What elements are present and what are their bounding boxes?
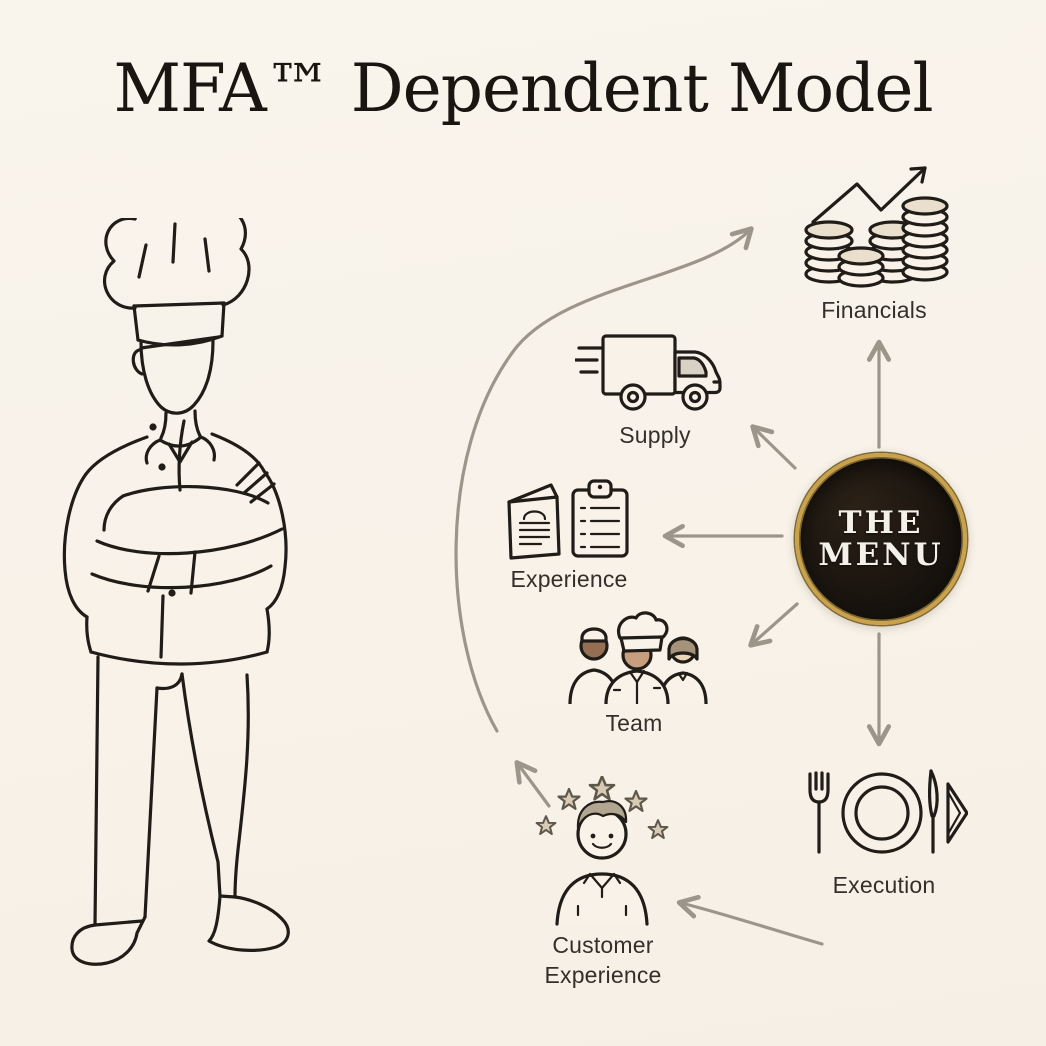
node-financials: Financials: [796, 156, 952, 325]
customer-experience-label: Customer Experience: [544, 932, 662, 989]
arrow-customer-experience-to-loop: [514, 760, 551, 808]
page-title: MFA™ Dependent Model: [113, 50, 933, 127]
menu-badge-line2: MENU: [818, 537, 944, 573]
arrow-menu-to-team: [748, 602, 799, 648]
coins-growth-icon: [804, 166, 949, 288]
menu-card: [507, 495, 561, 560]
jacket-buttons: [149, 423, 176, 597]
supply-label: Supply: [619, 422, 691, 448]
plate: [841, 772, 923, 854]
node-execution: Execution: [798, 758, 970, 900]
knife: [929, 769, 939, 818]
node-supply: Supply: [572, 322, 738, 450]
menu-badge-line1: THE: [838, 504, 924, 541]
rating-stars: [535, 776, 669, 840]
chef-illustration: [62, 218, 290, 966]
fork: [808, 772, 830, 804]
arrow-menu-to-supply: [750, 424, 797, 470]
experience-label: Experience: [510, 566, 628, 592]
node-customer-experience: Customer Experience: [532, 776, 674, 991]
node-team: Team: [552, 608, 716, 738]
execution-label: Execution: [832, 872, 936, 898]
coin-stack-4: [901, 196, 949, 282]
place-setting-icon: [808, 769, 968, 854]
node-experience: Experience: [498, 478, 640, 594]
delivery-truck-icon: [575, 334, 722, 411]
arrow-execution-to-customer-experience: [676, 894, 824, 946]
menu-and-clipboard-icon: [507, 479, 629, 560]
napkin: [946, 782, 968, 844]
arrow-loop-to-financials: [454, 226, 754, 733]
team-label: Team: [605, 710, 663, 736]
the-menu-badge: THE MENU: [795, 453, 967, 625]
customer-stars-icon: [535, 776, 669, 926]
financials-label: Financials: [821, 297, 927, 323]
kitchen-team-icon: [568, 611, 708, 704]
coin-stack-2: [837, 246, 885, 288]
